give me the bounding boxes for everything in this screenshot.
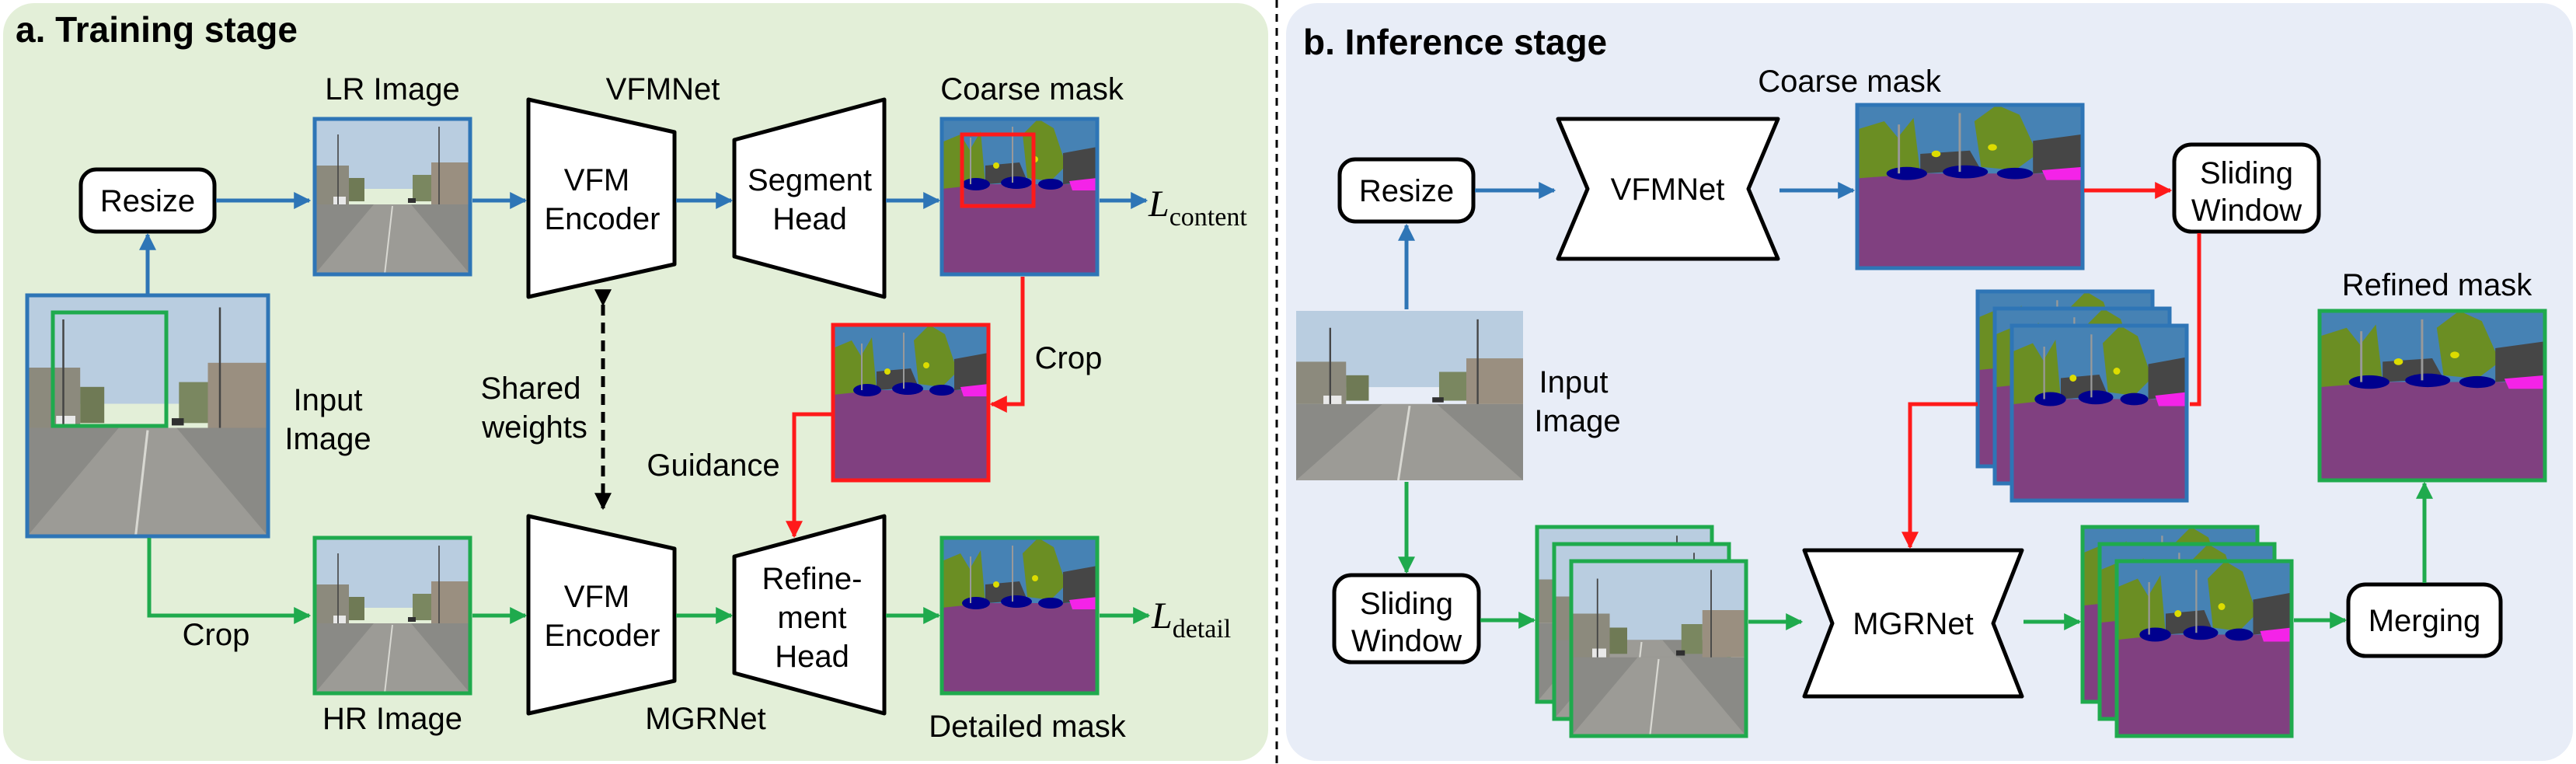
segment-head-l1: Segment [748,163,872,197]
train-crop-region [51,310,169,428]
train-vfm-encoder-bottom-l2: Encoder [545,619,661,653]
train-vfm-encoder-bottom [526,514,677,716]
coarse-mask-patches [1975,289,2189,503]
image-patches [1535,525,1748,738]
train-mask-crop-region [960,132,1036,208]
merging-box [2346,582,2503,658]
hr-image-border [312,535,472,696]
merging-label: Merging [2369,604,2481,638]
l-content-label: Lcontent [1148,183,1247,232]
guidance-mask-border [831,323,991,483]
refined-mask [2320,311,2545,480]
detailed-mask-border [939,535,1100,696]
detailed-mask [942,538,1097,693]
inf-mgrnet-label: MGRNet [1853,607,1974,641]
refined-mask-label: Refined mask [2342,268,2533,302]
l-detail-label: Ldetail [1151,595,1231,644]
train-input-label-2: Image [284,422,371,456]
inf-sliding-window-top-l2: Window [2191,194,2302,228]
refinement-head [732,514,887,716]
inf-sliding-window-bottom-l1: Sliding [1360,587,1453,621]
train-resize-box [78,167,217,234]
inf-sliding-window-top-box [2172,142,2321,234]
inf-coarse-mask-label: Coarse mask [1758,65,1942,99]
guidance-label: Guidance [647,448,779,483]
inference-title: b. Inference stage [1303,22,1607,62]
refinement-head-l3: Head [775,640,849,674]
inf-coarse-mask-fill [1857,105,2083,268]
lr-image-label: LR Image [325,72,459,106]
train-coarse-mask-label: Coarse mask [940,72,1124,106]
svg-text:Lcontent: Lcontent [1148,183,1247,232]
guidance-mask [833,325,988,480]
train-input-image-border [25,293,270,539]
train-vfm-encoder-top-l1: VFM [564,163,629,197]
inf-mgrnet [1802,548,2024,699]
shared-weights-l2: weights [481,410,587,445]
lr-image-border [312,117,472,277]
refined-mask-border [2317,309,2547,483]
inf-sliding-window-top-l1: Sliding [2200,156,2293,190]
shared-weights-l1: Shared [481,372,581,406]
inf-coarse-mask-border [1855,103,2085,270]
inf-vfmnet-label: VFMNet [1611,173,1725,207]
crop-bottom-label: Crop [183,618,250,652]
refinement-head-l2: ment [778,601,847,635]
train-vfm-encoder-top [526,97,677,299]
inf-resize-label: Resize [1359,174,1454,208]
segment-head-l2: Head [772,202,847,236]
crop-right-label: Crop [1035,341,1103,375]
svg-text:Ldetail: Ldetail [1151,595,1231,644]
train-vfm-encoder-top-l2: Encoder [545,202,661,236]
train-coarse-mask-border [939,117,1100,277]
train-resize-label: Resize [100,184,195,218]
refinement-head-l1: Refine- [762,562,863,596]
training-title: a. Training stage [16,9,298,50]
inf-resize-box [1337,157,1476,224]
segment-head [732,97,887,299]
inf-input-label-1: Input [1539,365,1609,399]
training-arrows [139,192,1151,624]
inf-input-label-2: Image [1534,404,1620,438]
train-vfm-encoder-bottom-l1: VFM [564,580,629,614]
train-coarse-mask [942,119,1097,274]
detailed-mask-label: Detailed mask [929,710,1126,744]
inf-vfmnet [1556,117,1780,261]
train-input-label-1: Input [294,383,363,417]
inf-sliding-window-bottom-box [1332,573,1481,665]
inf-sliding-window-bottom-l2: Window [1351,624,1462,658]
train-vfmnet-label: VFMNet [606,72,720,106]
refined-mask-patches [2080,525,2294,738]
inference-arrows [1398,182,2433,630]
hr-image-label: HR Image [322,702,462,736]
train-mgrnet-label: MGRNet [645,702,766,736]
